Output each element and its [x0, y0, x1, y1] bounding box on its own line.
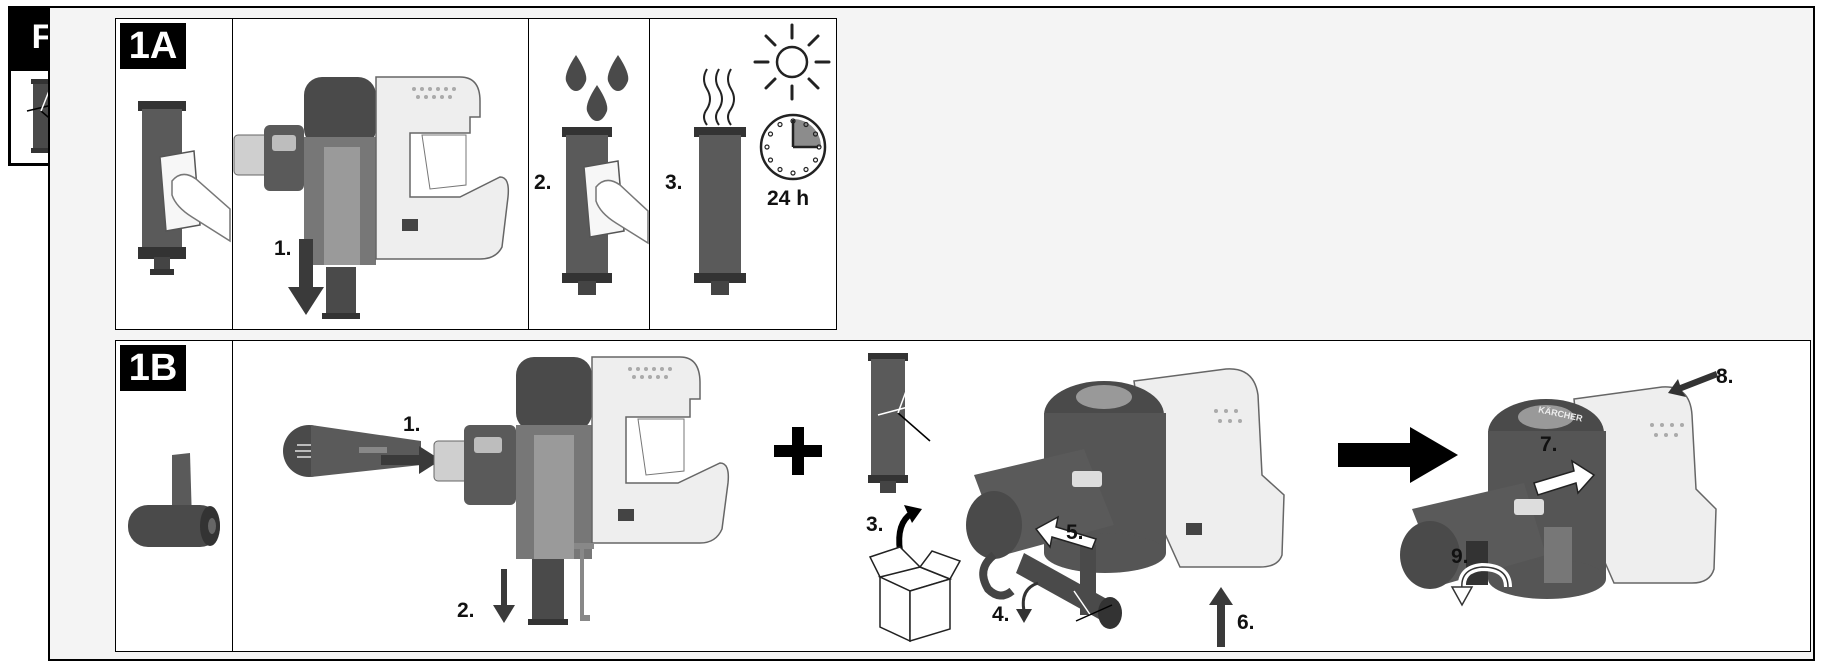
step-1b-1: 1.	[403, 413, 421, 436]
arrow-down-icon	[288, 239, 324, 315]
sun-icon	[753, 23, 831, 101]
plus-icon	[774, 427, 822, 475]
panel-1a-divider	[528, 19, 529, 329]
panel-1b-label: 1B	[120, 345, 186, 391]
filter-wipe-illustration	[138, 101, 231, 275]
step-1b-2: 2.	[457, 599, 475, 622]
rotate-arrow-icon	[1016, 581, 1039, 623]
panel-1a-divider	[649, 19, 650, 329]
filter-drying-illustration	[694, 127, 746, 295]
arrow-up-icon	[1209, 587, 1233, 647]
panel-1a: 1A 1. 2.	[115, 18, 837, 330]
rotate-arrow-icon	[1450, 562, 1512, 607]
panel-1b-divider	[232, 341, 233, 651]
replacement-filter-illustration	[868, 353, 939, 493]
insert-arrow-icon	[1533, 459, 1596, 496]
water-drops-icon	[565, 55, 629, 121]
steam-icon	[703, 68, 735, 126]
turbo-brush-nozzle-illustration	[128, 453, 220, 547]
step-1b-8: 8.	[1716, 365, 1734, 388]
dry-time-label: 24 h	[767, 187, 810, 210]
package-box-icon	[868, 546, 962, 643]
filter-rinse-illustration	[562, 127, 649, 295]
arrow-down-icon	[493, 569, 515, 623]
step-1a-3: 3.	[665, 171, 683, 194]
step-1a-1: 1.	[274, 237, 292, 260]
step-1b-3: 3.	[866, 513, 884, 536]
insert-arrow-icon	[1034, 515, 1098, 550]
step-1b-7: 7.	[1540, 433, 1558, 456]
vacuum-assembly-illustration	[433, 356, 730, 625]
step-1b-9: 9.	[1451, 545, 1469, 568]
panel-1a-label: 1A	[120, 23, 186, 69]
vacuum-assembled-illustration	[1400, 386, 1717, 599]
panel-1a-divider	[232, 19, 233, 329]
step-1b-4: 4.	[992, 603, 1010, 626]
clock-icon	[759, 113, 827, 181]
vacuum-filter-insertion-illustration	[966, 368, 1285, 636]
arrow-left-icon	[1668, 371, 1718, 397]
vacuum-filter-removal-illustration	[233, 76, 510, 319]
filter-icon	[8, 68, 76, 166]
step-1b-5: 5.	[1066, 521, 1084, 544]
step-1a-2: 2.	[534, 171, 552, 194]
arrow-right-icon	[381, 446, 441, 474]
arrow-right-large-icon	[1338, 427, 1458, 483]
panel-1b: 1B 1. 2.	[115, 340, 1811, 652]
step-1b-6: 6.	[1237, 611, 1255, 634]
